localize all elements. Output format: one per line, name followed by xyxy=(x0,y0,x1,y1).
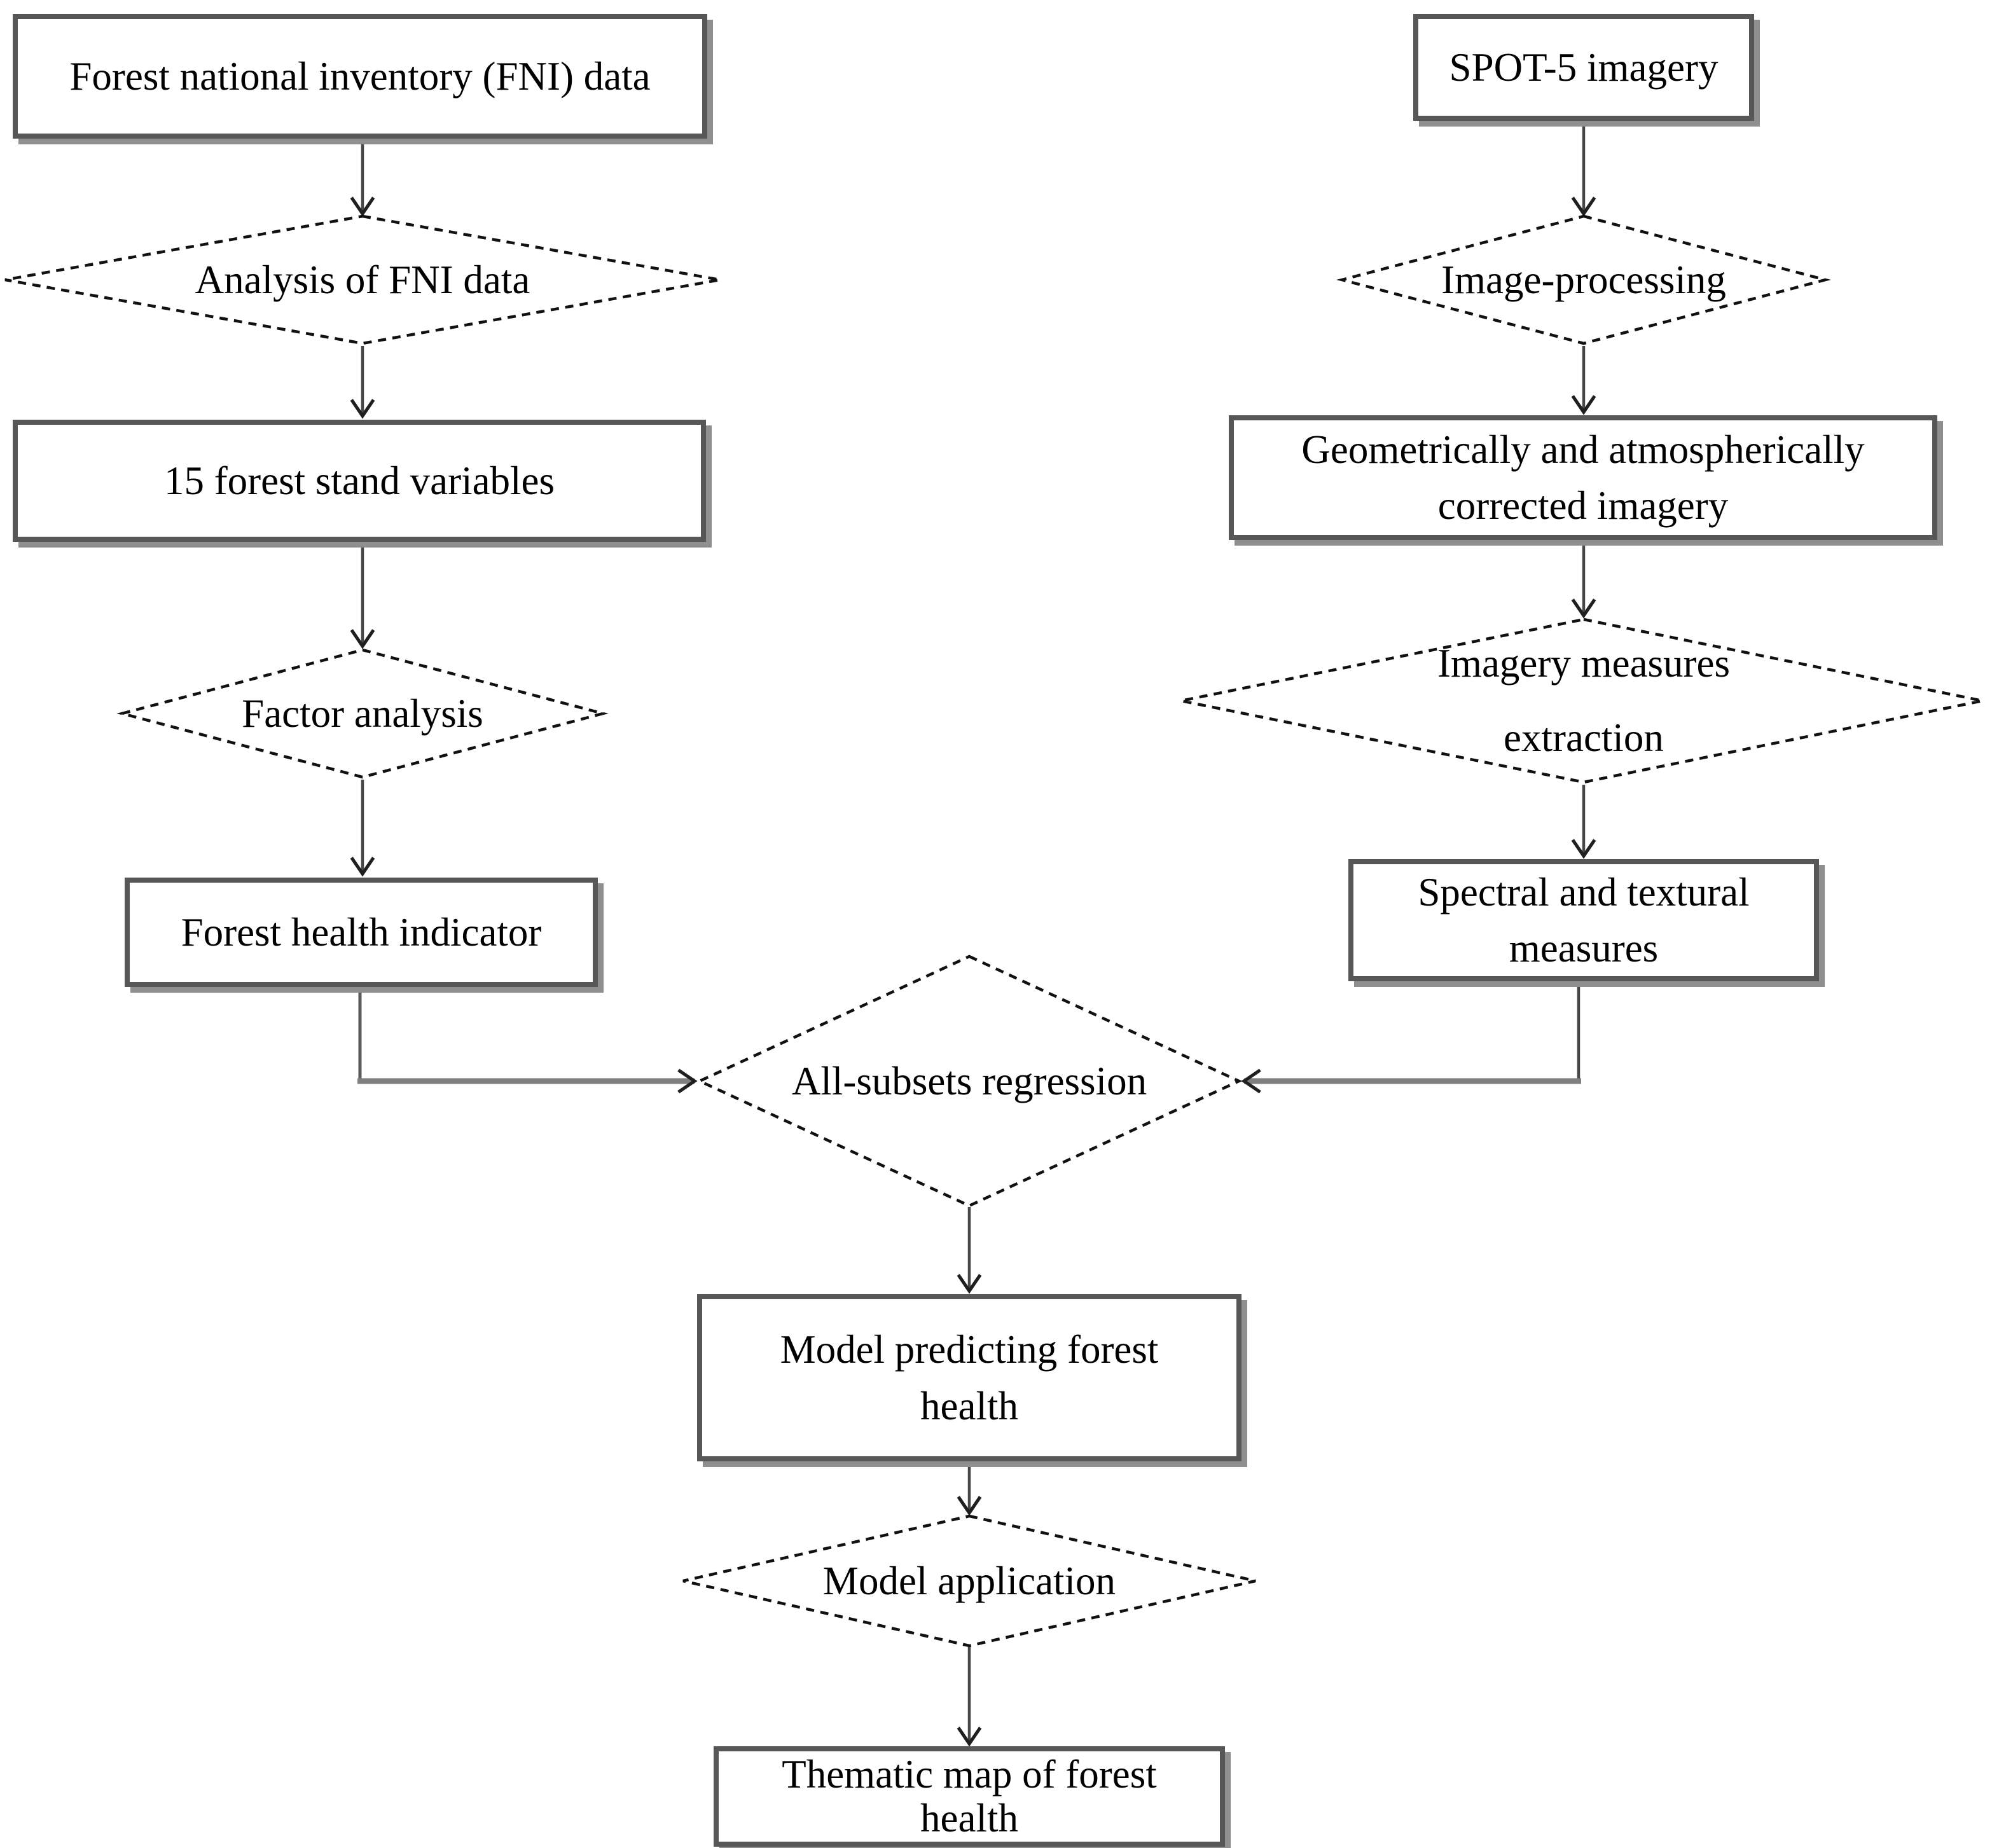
node-fni-analysis: Analysis of FNI data xyxy=(195,257,530,302)
node-measures-extraction: Imagery measures extraction xyxy=(1437,641,1731,760)
node-factor-analysis: Factor analysis xyxy=(242,691,483,736)
node-prediction-model: Model predicting forest health xyxy=(697,1294,1242,1461)
node-model-application: Model application xyxy=(822,1558,1116,1603)
node-corrected-imagery: Geometrically and atmospherically correc… xyxy=(1229,415,1937,540)
node-thematic-map: Thematic map of forest health xyxy=(714,1746,1225,1847)
node-health-indicator: Forest health indicator xyxy=(125,878,598,987)
all-subsets-regression-diamond-shape xyxy=(696,955,1243,1208)
factor-analysis-diamond-shape xyxy=(116,648,609,779)
node-fni-data: Forest national inventory (FNI) data xyxy=(13,14,707,139)
node-stand-variables: 15 forest stand variables xyxy=(13,420,706,542)
node-spectral-textural: Spectral and textural measures xyxy=(1348,859,1819,981)
image-processing-diamond-shape xyxy=(1336,214,1831,345)
imagery-measures-extraction-diamond-shape xyxy=(1180,617,1983,784)
node-image-processing: Image-processing xyxy=(1441,257,1726,302)
node-all-subsets-regression: All-subsets regression xyxy=(791,1058,1147,1103)
node-spot5-imagery: SPOT-5 imagery xyxy=(1413,14,1754,121)
analysis-of-fni-data-diamond-shape xyxy=(4,214,721,345)
model-application-diamond-shape xyxy=(682,1514,1256,1648)
